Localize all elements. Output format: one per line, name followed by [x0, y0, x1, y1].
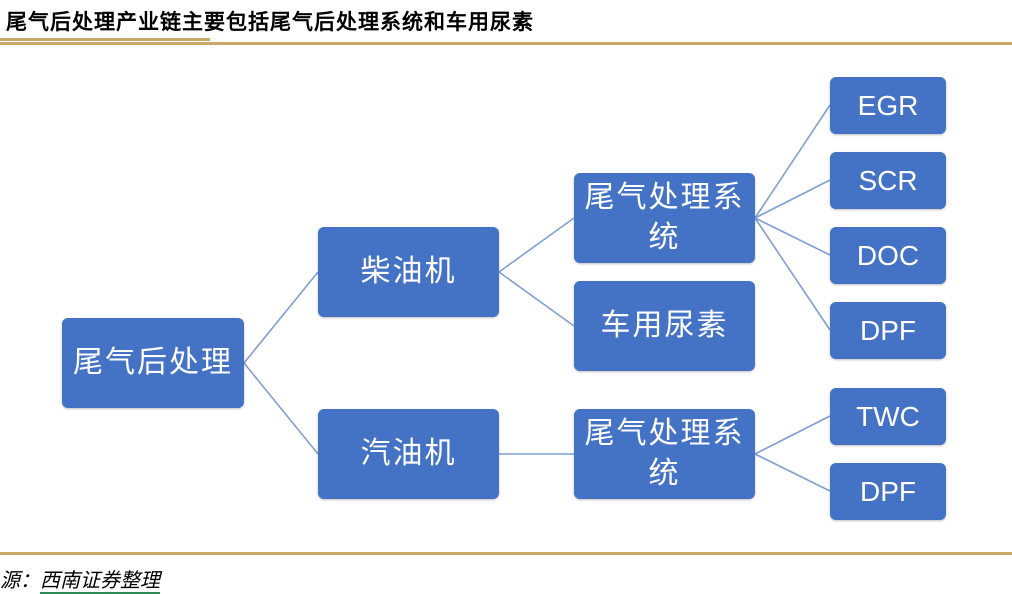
node-root: 尾气后处理 — [62, 318, 244, 408]
node-diesel: 柴油机 — [318, 227, 499, 317]
node-dpf-diesel: DPF — [830, 302, 946, 359]
node-dpf-gasoline: DPF — [830, 463, 946, 520]
node-egr: EGR — [830, 77, 946, 134]
node-twc: TWC — [830, 388, 946, 445]
source-name: 西南证券整理 — [40, 568, 160, 594]
node-gasoline: 汽油机 — [318, 409, 499, 499]
edge-system-egr — [754, 104, 831, 219]
node-scr: SCR — [830, 152, 946, 209]
edge-system-scr — [754, 179, 831, 219]
node-doc: DOC — [830, 227, 946, 284]
node-diesel-system: 尾气处理系统 — [574, 173, 755, 263]
edge-gsystem-dpf — [754, 453, 831, 492]
node-urea: 车用尿素 — [574, 281, 755, 371]
edge-root-diesel — [243, 271, 319, 364]
edge-root-gasoline — [243, 362, 319, 455]
edge-system-dpf — [754, 217, 831, 331]
bottom-divider — [0, 552, 1012, 555]
source-note: 源：西南证券整理 — [0, 564, 160, 594]
top-divider — [0, 42, 1012, 45]
page-title: 尾气后处理产业链主要包括尾气后处理系统和车用尿素 — [6, 9, 534, 34]
source-prefix: 源： — [0, 568, 40, 592]
node-gasoline-system: 尾气处理系统 — [574, 409, 755, 499]
edge-diesel-urea — [498, 271, 575, 327]
edge-system-doc — [754, 217, 831, 256]
edge-gsystem-twc — [754, 415, 831, 455]
edge-diesel-system — [498, 217, 575, 273]
title-underline — [0, 38, 210, 41]
